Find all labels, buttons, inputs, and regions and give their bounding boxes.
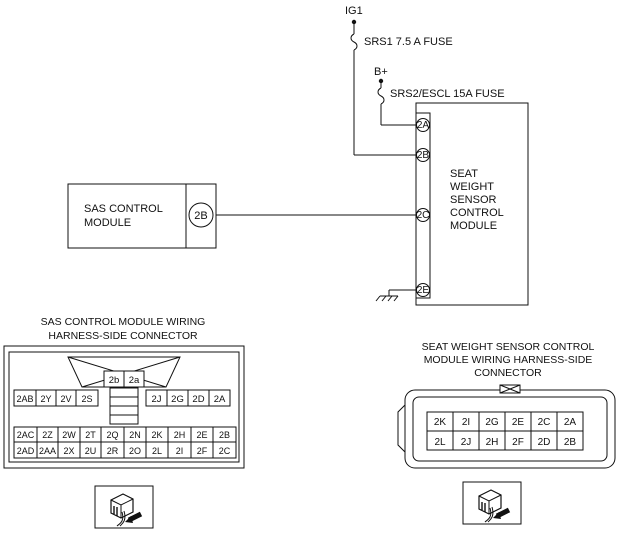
sws-connector-pin-label: 2F (512, 437, 524, 448)
sws-pin-2c-circle (416, 208, 430, 222)
sas-connector-pin-label: 2AD (17, 446, 35, 456)
sws-module-label-2: WEIGHT (450, 181, 494, 193)
fuse-srs1-symbol (350, 33, 358, 51)
sws-pin-2b-circle (416, 148, 430, 162)
sws-connector-pin-label: 2B (564, 437, 577, 448)
sas-connector-pin-label: 2I (176, 446, 184, 456)
fuse-srs1-label: SRS1 7.5 A FUSE (364, 36, 453, 48)
sas-connector-pin-label: 2Y (40, 394, 51, 404)
sas-connector-pin-label: 2L (152, 446, 162, 456)
sas-connector-pin-label: 2AB (16, 394, 33, 404)
sas-connector-caption-2: HARNESS-SIDE CONNECTOR (48, 330, 198, 342)
sas-connector-pin-label: 2B (219, 430, 230, 440)
connector-probe-icon (463, 482, 521, 524)
fuse-srs2-symbol (377, 87, 385, 105)
sas-connector-pin-label: 2J (151, 394, 161, 405)
sas-connector-pin-label: 2U (85, 446, 97, 456)
sws-module-label-3: SENSOR (450, 194, 497, 206)
sas-control-module: SAS CONTROL MODULE 2B (67, 183, 217, 249)
sas-connector-pin-label: 2D (192, 394, 204, 405)
sws-pin-2c-label: 2C (417, 210, 430, 221)
sas-connector-pin-label: 2F (197, 446, 208, 456)
sws-pin-2a-label: 2A (417, 120, 430, 131)
sas-connector-pin-label: 2E (196, 430, 207, 440)
seat-weight-sensor-module: SEAT WEIGHT SENSOR CONTROL MODULE 2A 2B … (415, 102, 529, 306)
ground-icon (375, 295, 399, 302)
sws-connector-caption-1: SEAT WEIGHT SENSOR CONTROL (422, 341, 595, 353)
sws-pin-2e-circle (416, 283, 430, 297)
sws-connector-pin-label: 2G (485, 417, 499, 428)
connector-probe-icon (95, 486, 153, 528)
sws-module-label-4: CONTROL (450, 207, 504, 219)
sas-connector-pin-label: 2K (151, 430, 162, 440)
sas-pin-2b-label: 2B (194, 210, 207, 222)
sas-connector-pin-label: 2H (174, 430, 186, 440)
sws-connector-caption-2: MODULE WIRING HARNESS-SIDE (424, 354, 593, 366)
bplus-label: B+ (374, 66, 388, 78)
power-wiring: IG1 SRS1 7.5 A FUSE B+ SRS2/ESCL 15A FUS… (214, 5, 505, 302)
sws-connector-pin-label: 2E (512, 417, 525, 428)
sas-connector-pin-label: 2G (171, 394, 184, 405)
sws-connector-pin-label: 2H (486, 437, 499, 448)
sws-connector-pin-label: 2I (462, 417, 470, 428)
sas-connector-pin-label: 2R (107, 446, 119, 456)
sas-connector-pin-label: 2V (60, 394, 71, 404)
sas-connector-pin-label: 2W (62, 430, 76, 440)
sws-connector-pin-label: 2K (434, 417, 447, 428)
ig1-terminal (351, 19, 357, 25)
sws-connector-pin-label: 2A (564, 417, 577, 428)
sas-connector-pin-label: 2X (63, 446, 74, 456)
sas-module-label-1: SAS CONTROL (84, 203, 163, 215)
sas-connector-pin-label: 2A (214, 394, 226, 405)
sas-connector-pin-label: 2N (129, 430, 141, 440)
sws-module-label-1: SEAT (450, 168, 478, 180)
sws-connector-pin-label: 2D (538, 437, 551, 448)
sas-connector-pin-label: 2AA (39, 446, 56, 456)
sas-connector-pin-label: 2a (129, 375, 140, 386)
sas-connector-pin-label: 2AC (17, 430, 35, 440)
sws-connector-pin-label: 2L (434, 437, 446, 448)
bplus-terminal (378, 78, 384, 84)
sas-connector: SAS CONTROL MODULE WIRING HARNESS-SIDE C… (3, 316, 245, 469)
sws-connector-pin-label: 2C (538, 417, 551, 428)
sas-connector-pin-label: 2Q (106, 430, 118, 440)
ig1-label: IG1 (345, 5, 363, 17)
sas-connector-pin-label: 2C (219, 446, 231, 456)
sws-pin-2e-label: 2E (417, 285, 430, 296)
sws-pin-2b-label: 2B (417, 150, 430, 161)
sas-pin-2b-circle (188, 202, 214, 228)
sas-module-label-2: MODULE (84, 217, 131, 229)
sas-connector-pin-label: 2b (109, 375, 120, 386)
sas-connector-caption-1: SAS CONTROL MODULE WIRING (41, 316, 206, 328)
fuse-srs2-label: SRS2/ESCL 15A FUSE (390, 88, 505, 100)
sws-connector: SEAT WEIGHT SENSOR CONTROL MODULE WIRING… (397, 341, 616, 469)
sas-connector-pin-label: 2O (129, 446, 141, 456)
sas-connector-pin-label: 2Z (42, 430, 53, 440)
sws-module-label-5: MODULE (450, 220, 497, 232)
sas-connector-pin-label: 2T (85, 430, 96, 440)
sas-connector-pins (13, 370, 231, 407)
sws-pin-2a-circle (416, 118, 430, 132)
sas-connector-pin-label: 2S (81, 394, 92, 404)
sws-connector-pin-label: 2J (461, 437, 472, 448)
sws-connector-caption-3: CONNECTOR (474, 367, 542, 379)
